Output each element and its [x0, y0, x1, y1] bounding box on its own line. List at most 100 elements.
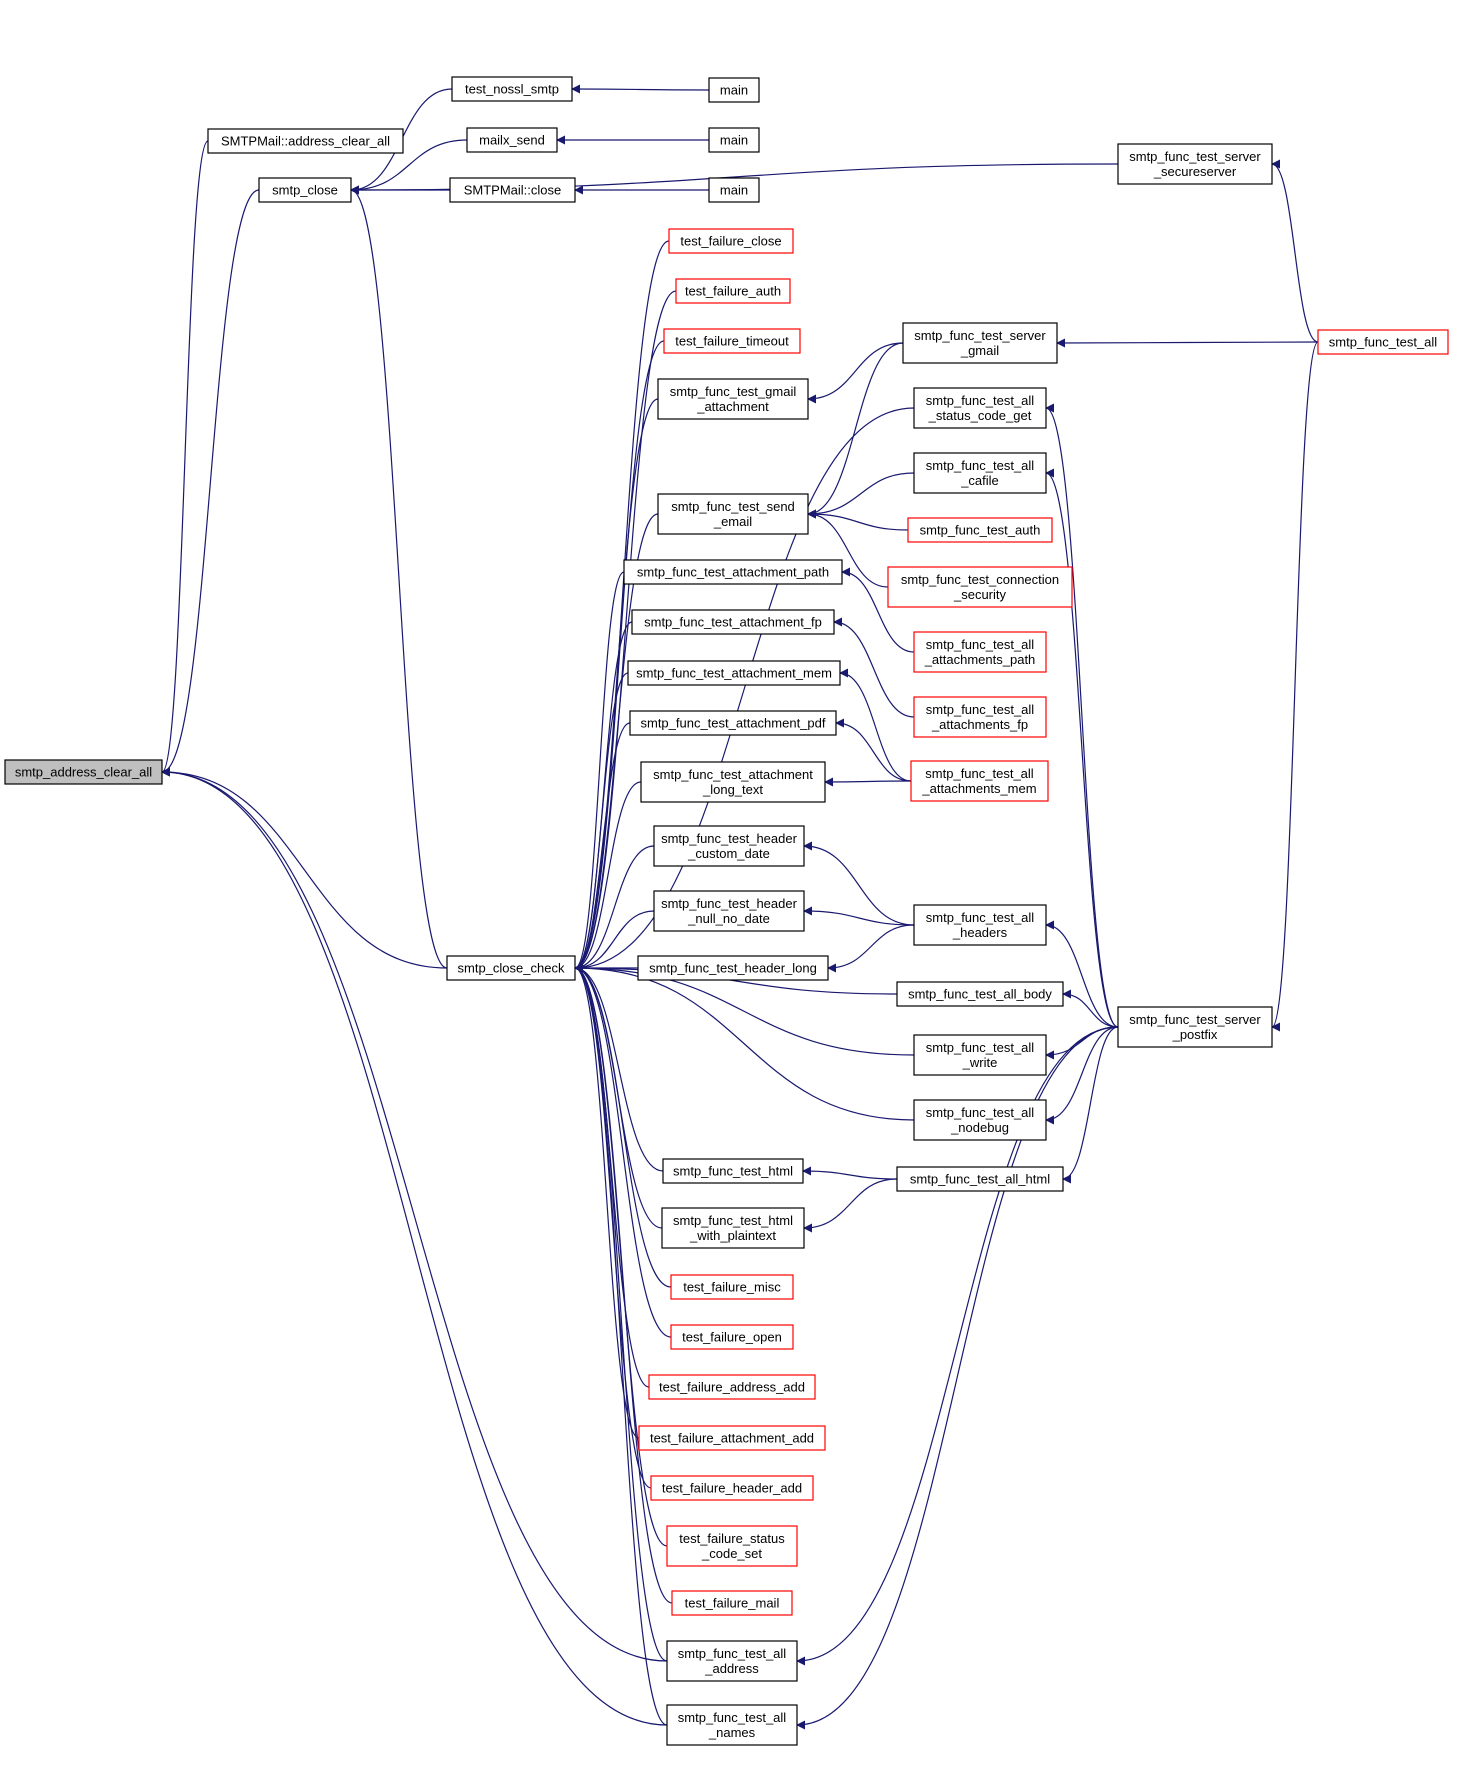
node-all_nodebug[interactable]: smtp_func_test_all_nodebug — [913, 1099, 1047, 1141]
edge-all_html-to-html_plain — [803, 1178, 898, 1233]
node-tf_addr_add[interactable]: test_failure_address_add — [648, 1374, 816, 1400]
node-tf_auth[interactable]: test_failure_auth — [675, 278, 791, 304]
node-root[interactable]: smtp_address_clear_all — [4, 759, 163, 785]
edge-att_path-to-close_check — [574, 571, 625, 973]
node-html_plain[interactable]: smtp_func_test_html_with_plaintext — [661, 1207, 805, 1249]
node-box — [910, 760, 1049, 802]
node-label: _attachments_mem — [921, 781, 1036, 796]
node-label: smtp_func_test_server — [1129, 1012, 1261, 1027]
node-label: SMTPMail::close — [464, 183, 562, 198]
edge-att_mem-to-close_check — [574, 672, 629, 973]
node-hdr_custom[interactable]: smtp_func_test_header_custom_date — [653, 825, 805, 867]
node-label: smtp_func_test_all — [1329, 335, 1438, 350]
edge-all_nodebug-to-close_check — [574, 963, 915, 1121]
node-label: smtp_func_test_all — [926, 1105, 1035, 1120]
node-hdr_null[interactable]: smtp_func_test_header_null_no_date — [653, 890, 805, 932]
node-all_names[interactable]: smtp_func_test_all_names — [666, 1704, 798, 1746]
node-test_all[interactable]: smtp_func_test_all — [1317, 329, 1449, 355]
node-smtpmail_addr_clear[interactable]: SMTPMail::address_clear_all — [207, 128, 404, 154]
edge-send_email-to-close_check — [574, 513, 659, 973]
node-label: smtp_func_test_send — [671, 499, 795, 514]
node-label: test_failure_open — [682, 1330, 782, 1345]
node-test_auth[interactable]: smtp_func_test_auth — [907, 517, 1053, 543]
node-tf_timeout[interactable]: test_failure_timeout — [663, 328, 801, 354]
node-label: smtp_address_clear_all — [15, 765, 152, 780]
node-att_long[interactable]: smtp_func_test_attachment_long_text — [640, 761, 826, 803]
node-all_att_path[interactable]: smtp_func_test_all_attachments_path — [913, 631, 1047, 673]
node-box — [913, 452, 1047, 494]
node-label: _secureserver — [1153, 164, 1237, 179]
node-label: main — [720, 183, 748, 198]
node-box — [708, 77, 760, 103]
edge-smtpmail_addr_clear-to-root — [161, 140, 209, 777]
node-att_pdf[interactable]: smtp_func_test_attachment_pdf — [629, 710, 837, 736]
edge-tf_addr_add-to-close_check — [574, 963, 650, 1388]
node-box — [663, 328, 801, 354]
node-box — [629, 710, 837, 736]
node-cafile[interactable]: smtp_func_test_all_cafile — [913, 452, 1047, 494]
node-box — [4, 759, 163, 785]
node-all_att_mem[interactable]: smtp_func_test_all_attachments_mem — [910, 760, 1049, 802]
node-conn_sec[interactable]: smtp_func_test_connection_security — [887, 566, 1073, 608]
node-server_gmail[interactable]: smtp_func_test_server_gmail — [902, 322, 1058, 364]
node-close_check[interactable]: smtp_close_check — [446, 955, 576, 981]
node-all_html[interactable]: smtp_func_test_all_html — [896, 1166, 1064, 1192]
node-all_address[interactable]: smtp_func_test_all_address — [666, 1640, 798, 1682]
node-send_email[interactable]: smtp_func_test_send_email — [657, 493, 809, 535]
node-tf_status[interactable]: test_failure_status_code_set — [666, 1525, 798, 1567]
node-main2[interactable]: main — [708, 127, 760, 153]
node-label: _names — [708, 1725, 756, 1740]
node-box — [1317, 329, 1449, 355]
node-tf_close[interactable]: test_failure_close — [668, 228, 794, 254]
edge-all_att_path-to-att_path — [841, 567, 915, 653]
edge-test_all-to-secureserver — [1271, 159, 1319, 343]
node-label: main — [720, 83, 748, 98]
node-box — [913, 1034, 1047, 1076]
node-label: smtp_func_test_server — [914, 328, 1046, 343]
node-att_mem[interactable]: smtp_func_test_attachment_mem — [627, 660, 841, 686]
node-gmail_att[interactable]: smtp_func_test_gmail_attachment — [657, 378, 809, 420]
node-main3[interactable]: main — [708, 177, 760, 203]
node-status_code_get[interactable]: smtp_func_test_all_status_code_get — [913, 387, 1047, 429]
node-tf_open[interactable]: test_failure_open — [670, 1324, 794, 1350]
node-mailx_send[interactable]: mailx_send — [466, 127, 558, 153]
node-label: smtp_func_test_header_long — [649, 961, 817, 976]
node-all_write[interactable]: smtp_func_test_all_write — [913, 1034, 1047, 1076]
node-label: smtp_func_test_all — [926, 910, 1035, 925]
node-tf_hdr_add[interactable]: test_failure_header_add — [650, 1475, 814, 1501]
node-test_html[interactable]: smtp_func_test_html — [662, 1158, 804, 1184]
node-box — [708, 127, 760, 153]
node-server_postfix[interactable]: smtp_func_test_server_postfix — [1117, 1006, 1273, 1048]
node-hdr_long[interactable]: smtp_func_test_header_long — [637, 955, 829, 981]
node-all_att_fp[interactable]: smtp_func_test_all_attachments_fp — [913, 696, 1047, 738]
node-tf_mail[interactable]: test_failure_mail — [671, 1590, 793, 1616]
node-box — [657, 493, 809, 535]
node-att_path[interactable]: smtp_func_test_attachment_path — [623, 559, 843, 585]
node-all_body[interactable]: smtp_func_test_all_body — [896, 981, 1064, 1007]
node-label: _with_plaintext — [689, 1228, 776, 1243]
node-smtpmail_close[interactable]: SMTPMail::close — [449, 177, 576, 203]
edge-server_postfix-to-cafile — [1045, 468, 1119, 1028]
node-test_nossl[interactable]: test_nossl_smtp — [451, 76, 573, 102]
node-att_fp[interactable]: smtp_func_test_attachment_fp — [631, 609, 835, 635]
node-box — [666, 1525, 798, 1567]
node-box — [913, 631, 1047, 673]
node-main1[interactable]: main — [708, 77, 760, 103]
edge-main1-to-test_nossl — [571, 84, 710, 94]
edge-server_postfix-to-all_nodebug — [1045, 1026, 1119, 1125]
edge-mailx_send-to-smtp_close — [350, 139, 468, 195]
edge-server_postfix-to-all_names — [796, 1026, 1119, 1730]
node-box — [466, 127, 558, 153]
node-label: smtp_func_test_attachment_mem — [636, 666, 832, 681]
node-label: smtp_func_test_auth — [920, 523, 1041, 538]
node-label: _write — [962, 1055, 998, 1070]
edge-all_att_mem-to-att_long — [824, 777, 912, 787]
node-all_headers[interactable]: smtp_func_test_all_headers — [913, 904, 1047, 946]
node-tf_misc[interactable]: test_failure_misc — [670, 1274, 794, 1300]
node-secureserver[interactable]: smtp_func_test_server_secureserver — [1117, 143, 1273, 185]
node-box — [907, 517, 1053, 543]
edge-test_all-to-server_postfix — [1271, 341, 1319, 1032]
node-tf_att_add[interactable]: test_failure_attachment_add — [638, 1425, 826, 1451]
node-smtp_close[interactable]: smtp_close — [258, 177, 352, 203]
